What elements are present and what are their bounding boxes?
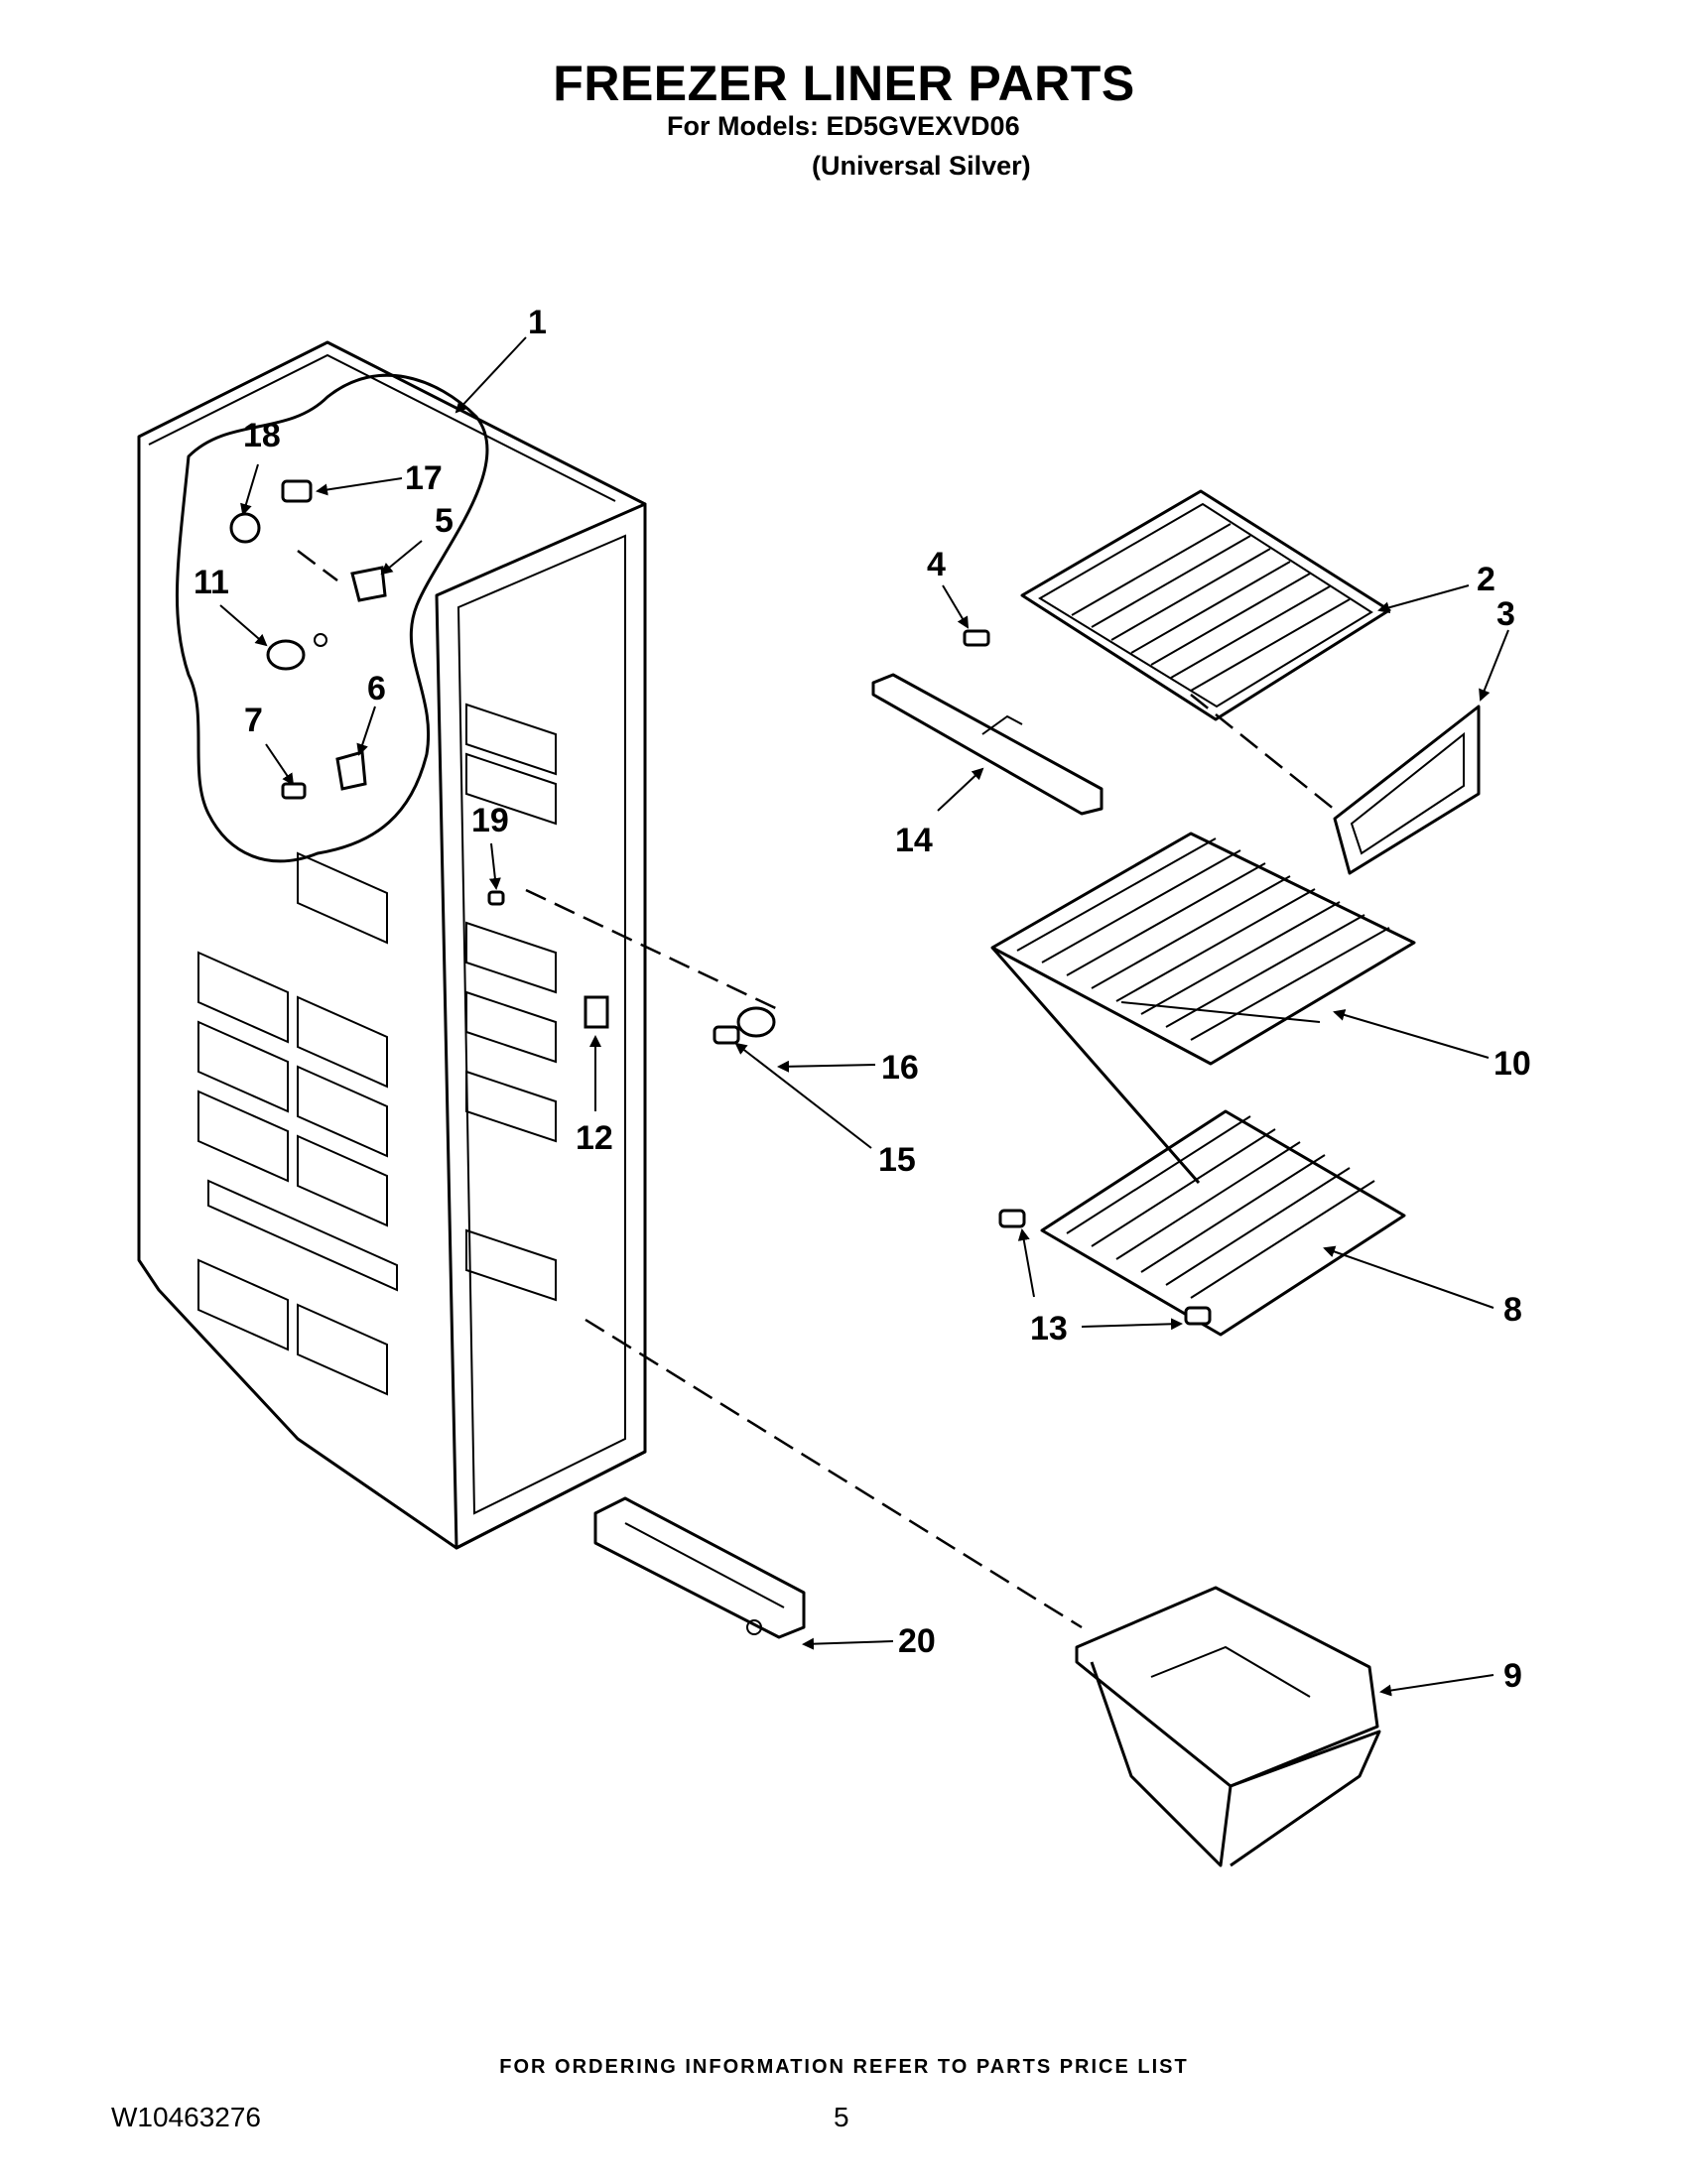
callout-14: 14 <box>895 822 933 859</box>
leader-lines <box>219 336 1509 1697</box>
cover-20 <box>593 1496 806 1639</box>
shelf-stop-13a <box>998 1209 1026 1228</box>
model-line: For Models: ED5GVEXVD06 <box>667 111 1020 141</box>
document-number: W10463276 <box>111 2102 262 2132</box>
callout-7: 7 <box>244 702 263 739</box>
callout-5: 5 <box>435 502 454 540</box>
page-title: FREEZER LINER PARTS <box>553 56 1135 111</box>
callout-3: 3 <box>1496 595 1515 633</box>
callout-16: 16 <box>881 1049 919 1087</box>
clip-5 <box>350 566 387 602</box>
callout-4: 4 <box>927 546 946 583</box>
freezer-liner <box>137 340 647 1550</box>
roller-16 <box>713 1006 776 1045</box>
assembly-lines <box>297 550 1341 1629</box>
bracket-6 <box>335 750 367 791</box>
wire-shelf-10 <box>990 832 1416 1184</box>
ordering-note: FOR ORDERING INFORMATION REFER TO PARTS … <box>499 2056 1189 2078</box>
callout-18: 18 <box>243 417 281 454</box>
screw-4 <box>963 629 990 647</box>
liner-side-panels <box>197 851 398 1396</box>
callout-10: 10 <box>1493 1045 1531 1083</box>
wire-shelf-8 <box>1040 1109 1406 1337</box>
shelf-trim-3 <box>1333 705 1481 875</box>
callout-labels: 1 2 3 4 5 6 7 8 9 10 11 12 13 14 15 16 1… <box>194 304 1531 1695</box>
freezer-bin-9 <box>1075 1586 1381 1867</box>
callout-20: 20 <box>898 1622 936 1660</box>
callout-12: 12 <box>576 1119 613 1157</box>
model-variant: (Universal Silver) <box>812 151 1031 181</box>
callout-1: 1 <box>528 304 547 341</box>
screw-7 <box>281 782 307 800</box>
callout-11: 11 <box>194 564 229 601</box>
shelf-bracket-14 <box>871 673 1104 816</box>
liner-interior-ribs <box>465 703 557 1302</box>
callout-15: 15 <box>878 1141 916 1179</box>
callout-19: 19 <box>471 802 509 839</box>
page-number: 5 <box>834 2102 849 2132</box>
screw-19 <box>487 890 505 906</box>
callout-6: 6 <box>367 670 386 707</box>
callout-8: 8 <box>1503 1291 1522 1329</box>
callout-2: 2 <box>1477 561 1495 598</box>
callout-13: 13 <box>1030 1310 1068 1348</box>
callout-9: 9 <box>1503 1657 1522 1695</box>
top-shelf <box>1020 489 1391 721</box>
shelf-stop-13b <box>1184 1306 1212 1326</box>
knob-11 <box>266 633 327 671</box>
switch-12 <box>584 995 609 1029</box>
callout-17: 17 <box>405 459 443 497</box>
lamp-bulb-18 <box>229 512 261 544</box>
lamp-socket-17 <box>281 479 313 503</box>
